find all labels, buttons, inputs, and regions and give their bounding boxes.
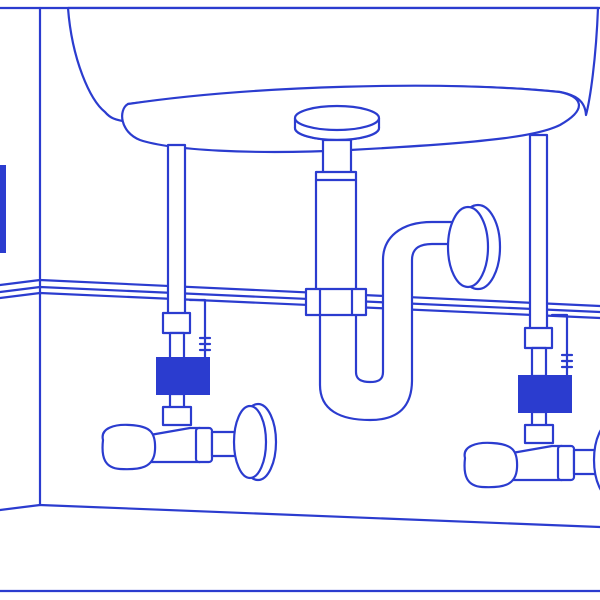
right-shutoff-valve <box>463 429 600 491</box>
wall-outlet-icon <box>0 165 6 253</box>
left-supply-line <box>156 143 212 427</box>
sink-basin <box>66 6 600 154</box>
right-supply-line <box>518 133 574 445</box>
p-trap-drain <box>293 104 502 422</box>
left-shutoff-valve <box>101 402 278 482</box>
